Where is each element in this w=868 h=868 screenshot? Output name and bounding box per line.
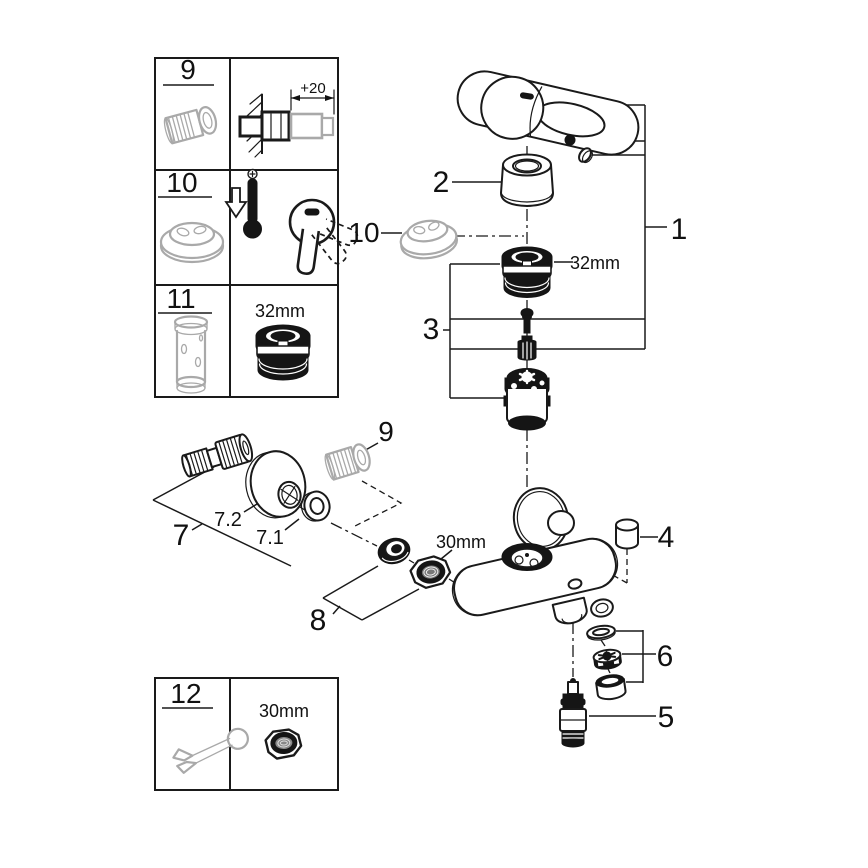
bracket-3 [443,263,645,399]
extension-adapter-icon [163,106,218,145]
shower-outlet [551,596,588,625]
body-escutcheon [512,487,575,551]
axis-lines [299,111,628,677]
handle-screw [564,134,594,164]
dim-30mm-label: 30mm [436,532,486,552]
filter-insert [377,537,411,565]
cartridge [503,368,551,431]
legend-row11-number: 11 [166,283,195,314]
callout-labels: 1 2 3 4 5 6 7 7.1 7.2 8 9 10 32mm 30mm [173,166,688,734]
handle-cap [500,153,554,207]
s-union [181,433,254,478]
down-arrow-icon [224,187,248,219]
outlet-sleeve [595,674,627,701]
extension-ghost-icon [289,112,324,140]
dimension-plus20: +20 [290,80,335,115]
outlet-seal [586,624,616,641]
lever-ghost-position-icon [319,218,359,247]
washer [300,490,331,522]
dim-32mm-label: 32mm [570,253,620,273]
temperature-ring-ghost [399,219,459,260]
extension-ghost-line [352,480,403,528]
cartridge-ring-nut [501,246,553,298]
bracket-8 [322,565,420,621]
thermometer-icon [247,178,258,224]
callout-5: 5 [658,701,675,734]
callout-7: 7 [173,519,190,552]
temperature-adjust-pictogram [224,168,359,275]
spout-outlet [590,598,614,618]
temperature-ring-icon [159,221,225,264]
lever-handle [456,70,640,156]
exploded-parts [181,70,640,748]
dimension-plus20-label: +20 [300,80,325,97]
callout-8: 8 [310,604,327,637]
callout-6: 6 [657,640,674,673]
callout-10: 10 [348,217,379,248]
wall-union-icon [238,115,264,138]
bracket-6 [616,630,656,683]
plug-hole [567,578,583,590]
callout-3: 3 [423,313,440,346]
callout-brackets [152,104,667,717]
legend-row10-number: 10 [166,167,197,198]
legend-row9-number: 9 [180,54,196,85]
leader-30mm [440,549,453,560]
extension-adapter-ghost [324,443,371,481]
legend-row11-dimension: 32mm [255,301,305,321]
plug [615,518,639,550]
union-nut [409,555,452,589]
wall-escutcheon [245,450,307,519]
legend-row12-number: 12 [170,678,201,709]
callout-9: 9 [378,416,394,447]
callout-2: 2 [433,166,450,199]
socket-tool-icon [173,315,209,394]
handle-adapter [517,335,537,361]
callout-7-2: 7.2 [214,509,242,531]
legend-row12-dimension: 30mm [259,701,309,721]
check-valve-insert [592,648,622,670]
lever-front-view-icon [288,198,359,275]
cartridge-screw [520,308,534,334]
union-body-icon [260,110,291,142]
cartridge-ring-nut-icon [255,324,311,381]
callout-7-1: 7.1 [256,527,284,549]
wrench-icon [172,727,249,774]
callout-4: 4 [658,521,675,554]
extension-cap-ghost-icon [320,116,335,137]
legend-panel: 9 [154,54,359,791]
union-nut-icon [264,728,303,760]
mixer-body [451,537,619,625]
lever-ghost-position-icon [311,224,348,265]
callout-1: 1 [671,213,688,246]
diverter-cartridge [559,678,587,748]
wall-extension-detail: +20 [238,80,335,158]
